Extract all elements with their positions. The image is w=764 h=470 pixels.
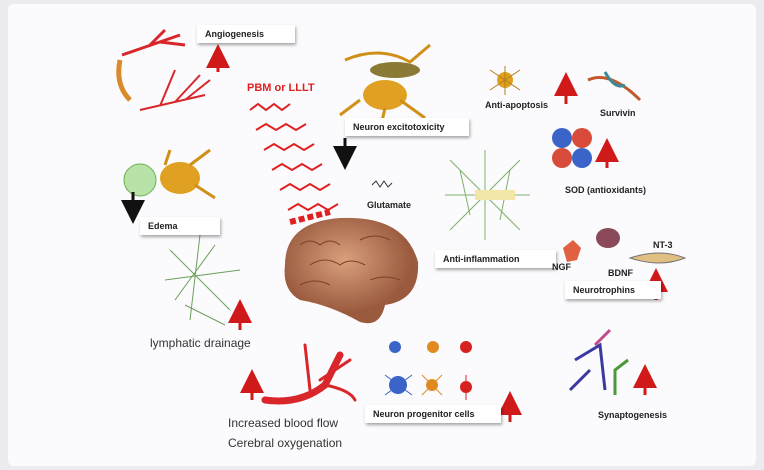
neuron-excitotoxicity-label: Neuron excitotoxicity: [345, 118, 469, 136]
neurotrophins-label: Neurotrophins: [565, 281, 661, 299]
edema-label: Edema: [140, 217, 220, 235]
neuron-illustration: [339, 43, 431, 131]
bdnf-label: BDNF: [608, 268, 633, 278]
glutamate-label: Glutamate: [367, 200, 412, 210]
anti-apoptosis-label: Anti-apoptosis: [485, 100, 548, 110]
synapse-illustration: [568, 328, 629, 395]
glutamate-icon: [371, 180, 393, 188]
nt3-label: NT-3: [653, 240, 673, 250]
brain-illustration: [284, 217, 419, 324]
survivin-illustration: [587, 71, 642, 102]
synaptogenesis-label: Synaptogenesis: [598, 410, 668, 420]
sod-label: SOD (antioxidants): [565, 185, 647, 195]
oxygenation-label: Cerebral oxygenation: [228, 436, 343, 450]
blood-flow-label: Increased blood flow: [228, 416, 339, 430]
pbm-lllt-label: PBM or LLLT: [247, 82, 315, 94]
lymphatic-drainage-label: lymphatic drainage: [150, 336, 251, 350]
progenitor-illustration: [384, 341, 472, 400]
blood-vessel-illustration: [261, 343, 357, 405]
progenitor-label: Neuron progenitor cells: [365, 405, 501, 423]
anti-inflammation-label: Anti-inflammation: [435, 250, 556, 268]
astrocyte-illustration: [445, 150, 530, 240]
edema-illustration: [123, 148, 216, 200]
lymphatic-illustration: [164, 234, 241, 326]
increase-arrows: [206, 44, 668, 422]
anti-apoptosis-illustration: [489, 66, 521, 95]
ngf-label: NGF: [552, 262, 571, 272]
laser-beam: [249, 102, 339, 225]
neurotrophin-illustration: [563, 228, 687, 264]
decrease-arrows: [121, 138, 357, 224]
survivin-label: Survivin: [600, 108, 636, 118]
angiogenesis-vessels: [116, 28, 211, 111]
angiogenesis-label: Angiogenesis: [197, 25, 295, 43]
sod-illustration: [552, 128, 592, 168]
